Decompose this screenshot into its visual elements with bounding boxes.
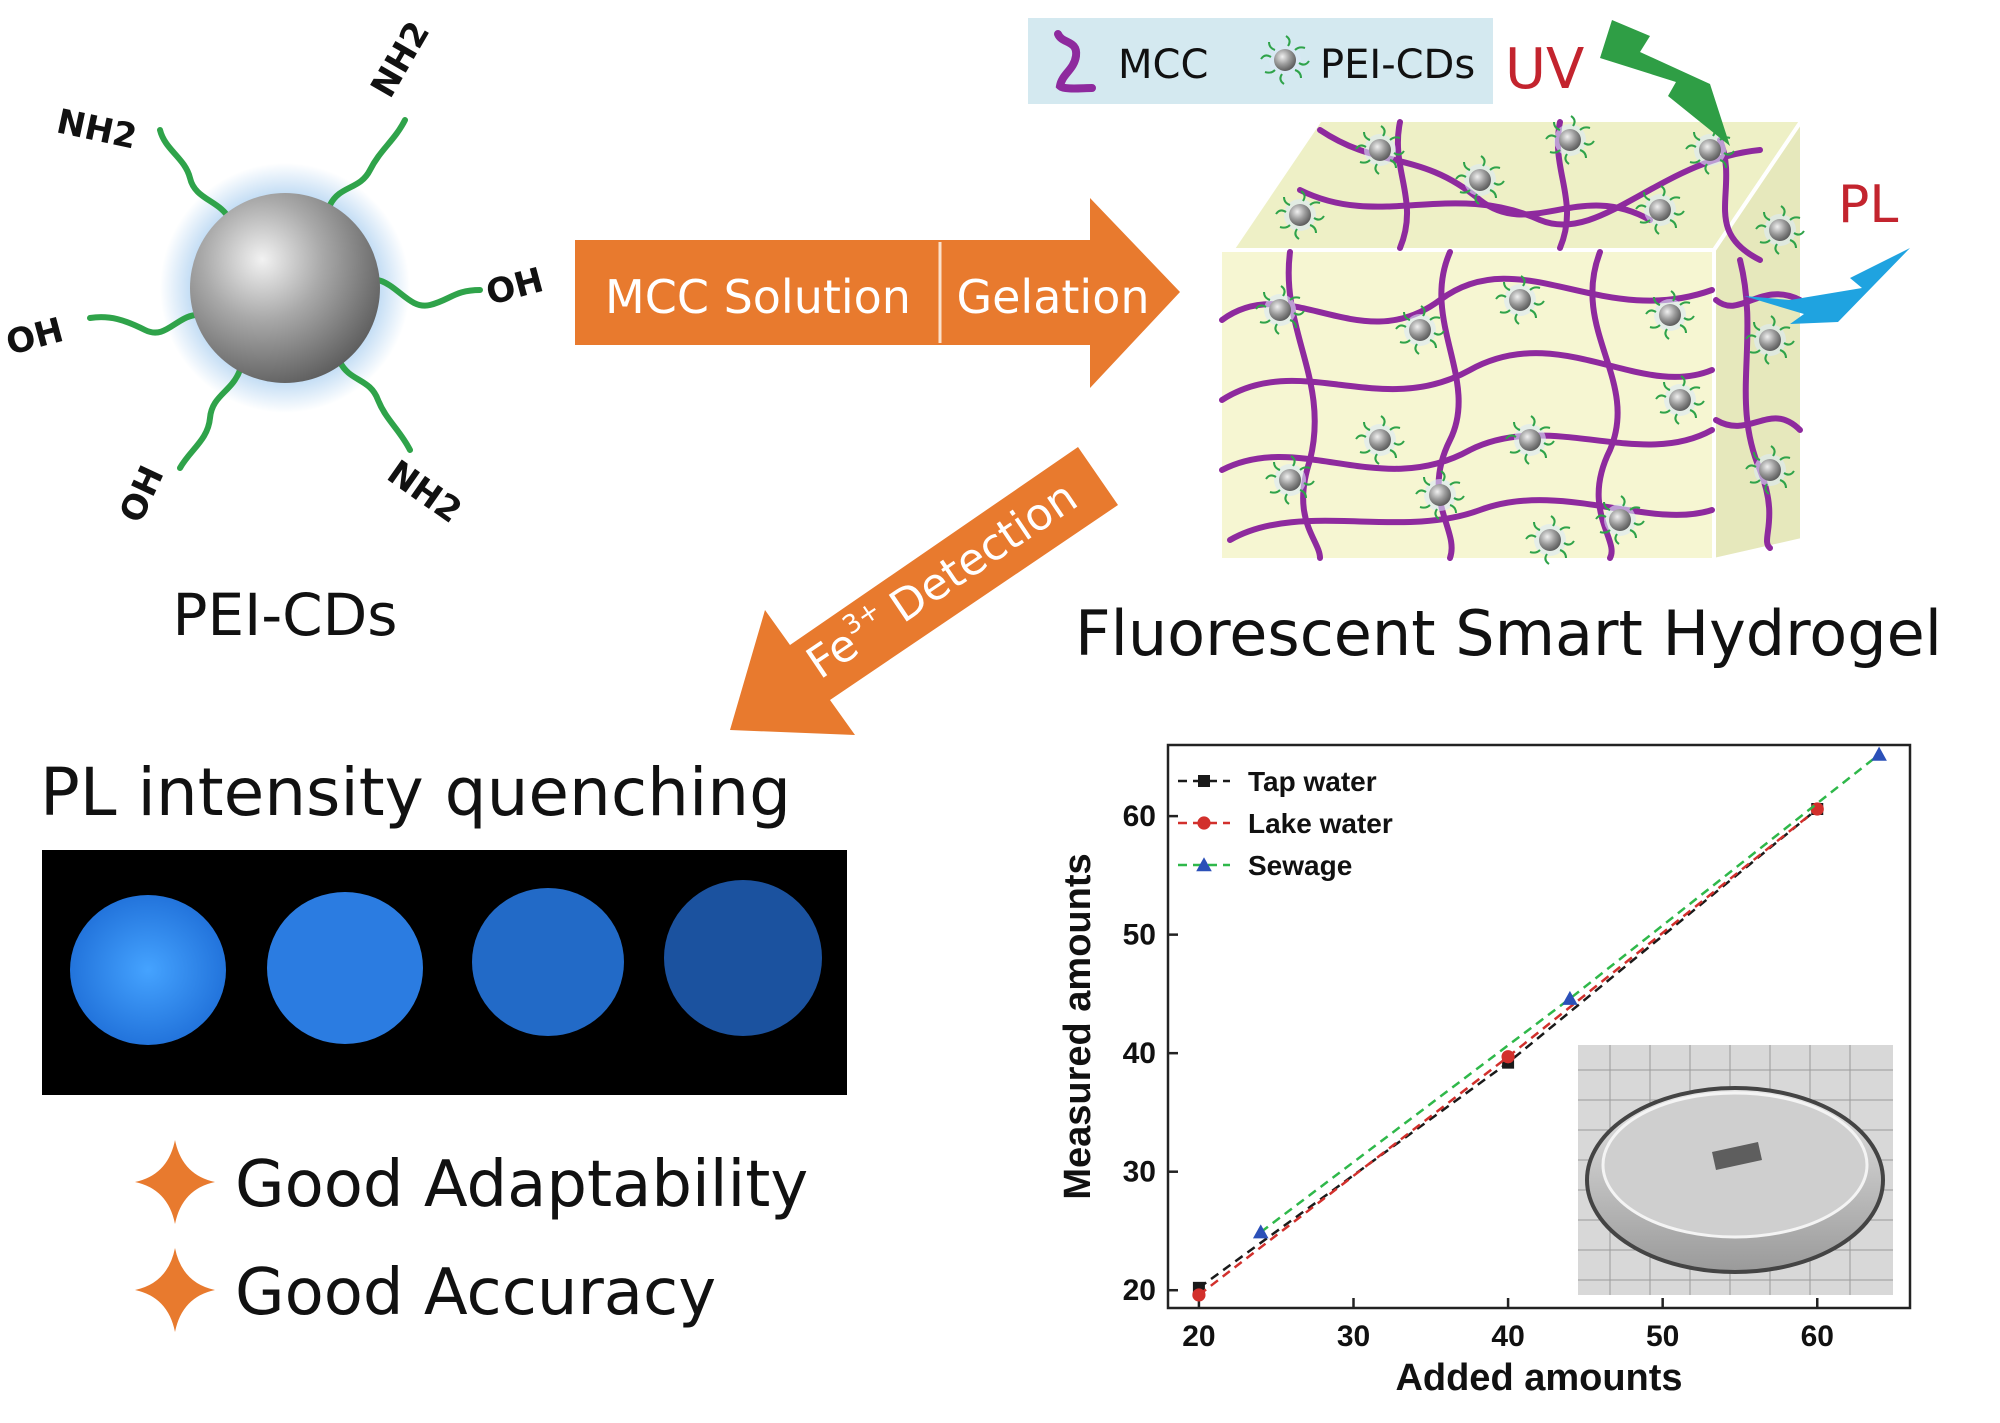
group-label: OH [2,310,68,363]
feature-list: Good Adaptability Good Accuracy [135,1140,808,1332]
y-tick-label: 40 [1123,1037,1156,1070]
x-tick-label: 50 [1646,1320,1679,1353]
group-label: NH2 [363,15,438,105]
group-label: OH [112,460,172,529]
legend-peicds-label: PEI-CDs [1320,42,1475,88]
group-label: NH2 [380,453,469,532]
legend-background [1028,18,1493,104]
inset-photo [1578,1045,1893,1295]
hydrogel-disc [267,892,423,1044]
carbon-dot-sphere [190,193,380,383]
pei-cd-molecule: NH2 NH2 OH OH OH NH2 PEI-CDs [2,15,548,649]
legend-label: Sewage [1248,850,1352,881]
detection-label: Fe3+Detection [796,469,1087,689]
chart-series [1192,746,1887,1302]
y-tick-label: 20 [1123,1274,1156,1307]
hydrogel-block: UV PL Fluorescent Smart Hydrogel [1075,20,1942,670]
data-point [1196,857,1212,872]
x-tick-label: 60 [1801,1320,1834,1353]
hydrogel-label: Fluorescent Smart Hydrogel [1075,597,1942,670]
legend-label: Tap water [1248,766,1377,797]
hydrogel-sample [1712,1142,1762,1170]
data-point [1810,802,1824,816]
y-tick-label: 50 [1123,919,1156,952]
feature-item: Good Accuracy [235,1256,716,1330]
series-line [1259,753,1880,1234]
quenching-panel: PL intensity quenching [40,754,847,1095]
ligand-chains [87,117,483,471]
quench-title: PL intensity quenching [40,754,791,831]
data-point [1198,775,1210,787]
detection-word: Detection [881,471,1087,633]
star-bullet-icon [135,1140,215,1224]
process-arrow: MCC Solution Gelation [575,198,1180,388]
data-point [1871,746,1887,761]
legend-mcc-label: MCC [1118,42,1208,88]
group-label: NH2 [53,102,140,158]
data-point [1562,990,1578,1005]
x-axis-label: Added amounts [1395,1357,1682,1399]
feature-item: Good Adaptability [235,1148,808,1222]
data-point [1192,1288,1206,1302]
step-gelation: Gelation [956,270,1149,324]
y-tick-label: 30 [1123,1156,1156,1189]
hydrogel-disc [664,880,822,1036]
uv-bolt-icon [1600,20,1730,146]
hydrogel-disc [472,888,624,1036]
legend-label: Lake water [1248,808,1393,839]
pl-bolt-icon [1744,248,1910,324]
mcc-fiber-icon [1054,30,1096,93]
step-mcc-solution: MCC Solution [605,270,911,324]
x-tick-label: 20 [1182,1320,1215,1353]
data-point [1252,1224,1269,1239]
y-axis-label: Measured amounts [1057,853,1099,1199]
data-point [1197,816,1211,830]
uv-label: UV [1505,37,1584,102]
detection-arrow: Fe3+Detection [730,447,1118,735]
group-label: OH [482,260,548,313]
x-tick-label: 30 [1337,1320,1370,1353]
y-tick-label: 60 [1123,800,1156,833]
molecule-label: PEI-CDs [172,581,397,649]
x-tick-label: 40 [1491,1320,1524,1353]
hydrogel-disc [70,895,226,1045]
pl-label: PL [1838,175,1898,235]
star-bullet-icon [135,1248,215,1332]
component-legend: MCC PEI-CDs [1028,18,1493,104]
data-point [1501,1050,1515,1064]
